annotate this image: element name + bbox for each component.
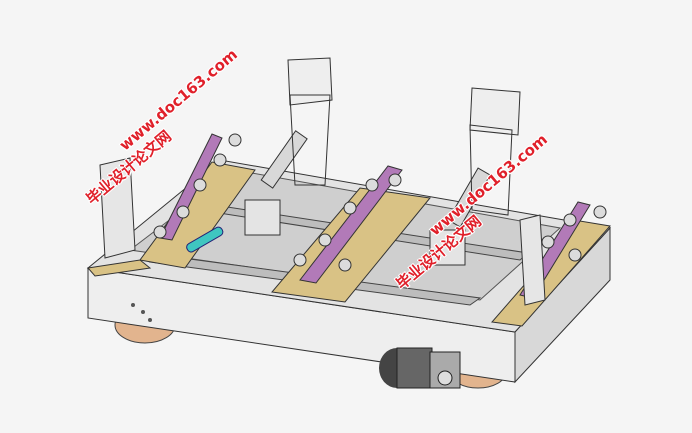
drive-motor — [379, 347, 461, 389]
end-plate-left — [99, 157, 136, 259]
rail-left — [159, 133, 223, 241]
back-plate-left — [287, 57, 333, 106]
rail-center — [299, 165, 403, 284]
back-plate-right — [469, 87, 521, 136]
cylinder-right — [429, 124, 513, 266]
teal-rod — [186, 226, 224, 253]
end-plate-right — [519, 214, 546, 306]
cylinder-left — [244, 94, 331, 236]
mounting-holes — [131, 303, 152, 322]
board-edge — [87, 259, 152, 277]
